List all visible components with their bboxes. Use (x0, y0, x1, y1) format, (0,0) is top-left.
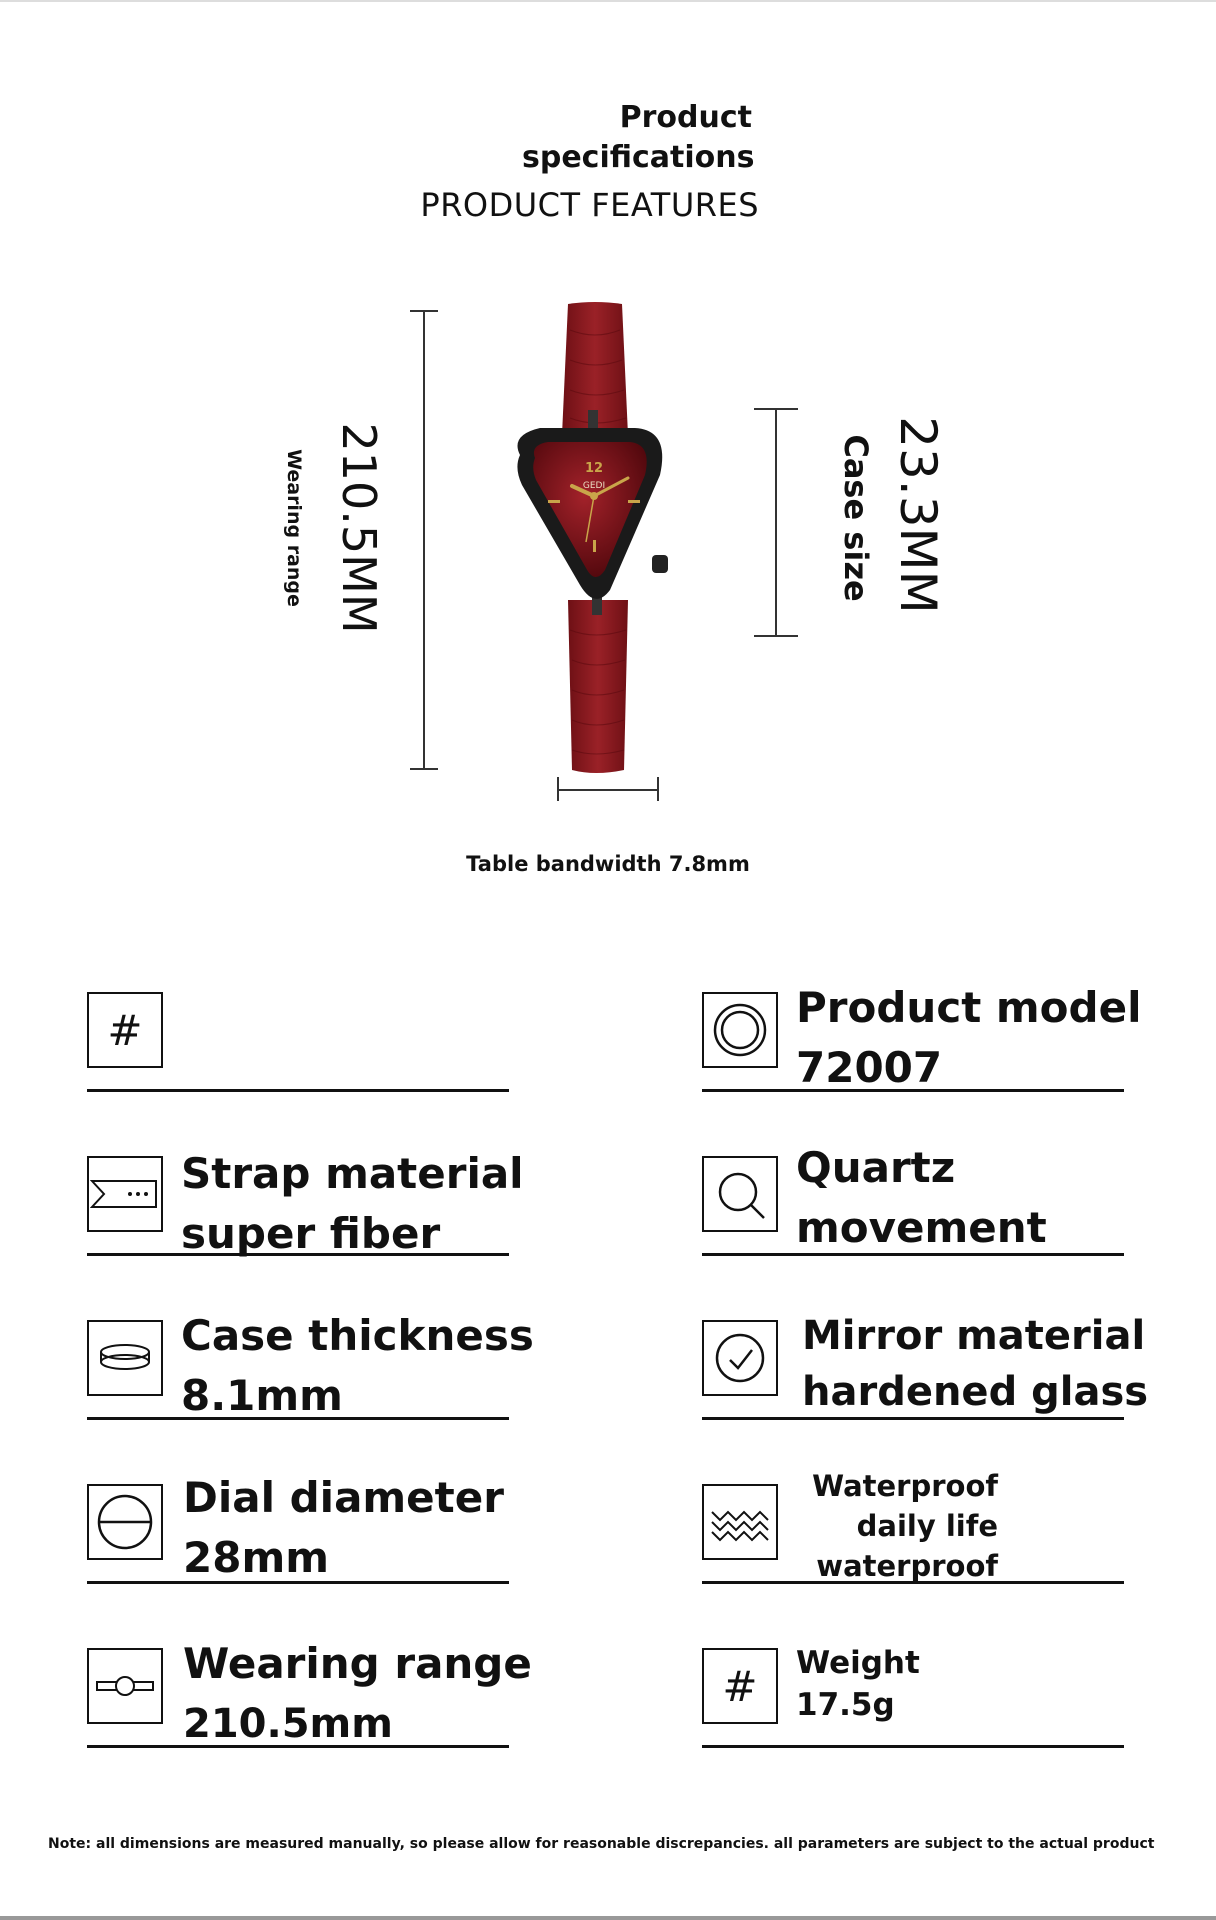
dial-brand: GEDI (583, 481, 605, 491)
water-wave-icon (702, 1484, 778, 1560)
wearing-range-cap-bottom (410, 768, 438, 770)
dial-diameter-icon (87, 1484, 163, 1560)
spec-divider (87, 1417, 509, 1420)
watch-dial (533, 442, 647, 578)
case-size-value: 23.3MM (889, 416, 947, 614)
case-size-line (775, 408, 777, 636)
bandwidth-label: Table bandwidth 7.8mm (466, 852, 750, 876)
spec-divider (87, 1745, 509, 1748)
page-title: Product specifications (522, 100, 755, 175)
wearing-range-label: Wearing range (283, 449, 305, 607)
spec-divider (87, 1253, 509, 1256)
lug-bottom (592, 585, 602, 615)
spec-divider (702, 1581, 1124, 1584)
spec-model-placeholder: # (87, 982, 509, 1092)
disclaimer-note: Note: all dimensions are measured manual… (48, 1836, 1155, 1852)
spec-divider (702, 1745, 1124, 1748)
magnifier-icon (702, 1156, 778, 1232)
case-size-cap-bottom (754, 635, 798, 637)
page-subtitle: PRODUCT FEATURES (420, 186, 759, 224)
strap-icon (87, 1156, 163, 1232)
clock-icon (702, 1320, 778, 1396)
spec-divider (702, 1253, 1124, 1256)
case-thickness-icon (87, 1320, 163, 1396)
case-size-cap-top (754, 408, 798, 410)
wearing-range-line (423, 310, 425, 770)
spec-divider (702, 1089, 1124, 1092)
hash-icon: # (87, 992, 163, 1068)
hash-icon: # (702, 1648, 778, 1724)
watch-illustration: 12 GEDI (500, 300, 690, 800)
bandwidth-line (557, 789, 659, 791)
dial-twelve: 12 (585, 461, 603, 476)
case-size-label: Case size (837, 434, 875, 602)
spec-divider (702, 1417, 1124, 1420)
strap-bottom (568, 600, 628, 773)
strap-top (562, 302, 628, 435)
bandwidth-cap-left (557, 777, 559, 801)
bandwidth-cap-right (657, 777, 659, 801)
wearing-range-cap-top (410, 310, 438, 312)
spec-divider (87, 1089, 509, 1092)
bottom-border (0, 1916, 1216, 1920)
wearing-range-value: 210.5MM (332, 422, 386, 634)
wearing-range-icon (87, 1648, 163, 1724)
double-circle-icon (702, 992, 778, 1068)
top-border (0, 0, 1216, 2)
spec-divider (87, 1581, 509, 1584)
watch-crown (652, 555, 668, 573)
